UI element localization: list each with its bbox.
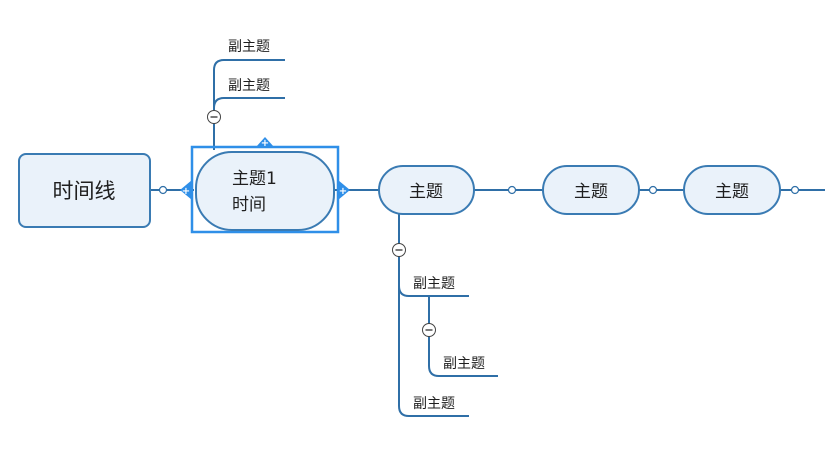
root-node[interactable]: 时间线 <box>18 153 151 228</box>
root-node-label: 时间线 <box>53 179 116 203</box>
branch-below-trunk <box>398 214 469 417</box>
collapse-minus-icon[interactable] <box>422 323 436 337</box>
topic-node-1[interactable]: 主题1 时间 <box>190 145 340 234</box>
svg-text:+: + <box>261 138 269 149</box>
collapse-minus-icon[interactable] <box>207 110 221 124</box>
expand-plus-icon[interactable]: + <box>180 180 192 200</box>
collapse-minus-icon[interactable] <box>392 243 406 257</box>
axis-dot <box>158 185 168 195</box>
branch-above-1 <box>213 59 285 150</box>
topic-1-label-line1: 主题1 <box>232 169 277 189</box>
svg-text:+: + <box>339 186 347 197</box>
branch-below-1 <box>398 285 469 297</box>
axis-dot <box>507 185 517 195</box>
subtopic-below-2[interactable]: 副主题 <box>413 396 455 412</box>
subtopic-above-1[interactable]: 副主题 <box>228 39 270 55</box>
axis-dot <box>648 185 658 195</box>
topic-4-label: 主题 <box>715 182 749 202</box>
topic-node-4[interactable]: 主题 <box>683 165 781 215</box>
topic-2-label: 主题 <box>409 182 443 202</box>
axis-dots <box>158 185 800 195</box>
svg-text:+: + <box>182 186 190 197</box>
connectors <box>150 59 825 417</box>
axis-dot <box>790 185 800 195</box>
branch-above-2 <box>213 97 285 110</box>
subtopic-below-1[interactable]: 副主题 <box>413 276 455 292</box>
topic-node-2[interactable]: 主题 <box>378 165 475 215</box>
branch-below-1-child <box>428 296 498 377</box>
subtopic-above-2[interactable]: 副主题 <box>228 78 270 94</box>
topic-3-label: 主题 <box>574 182 608 202</box>
topic-1-label-line2: 时间 <box>232 195 266 215</box>
expand-plus-icon[interactable]: + <box>256 137 274 149</box>
subtopic-below-1-child[interactable]: 副主题 <box>443 356 485 372</box>
expand-plus-icon[interactable]: + <box>338 180 350 200</box>
topic-node-3[interactable]: 主题 <box>542 165 640 215</box>
